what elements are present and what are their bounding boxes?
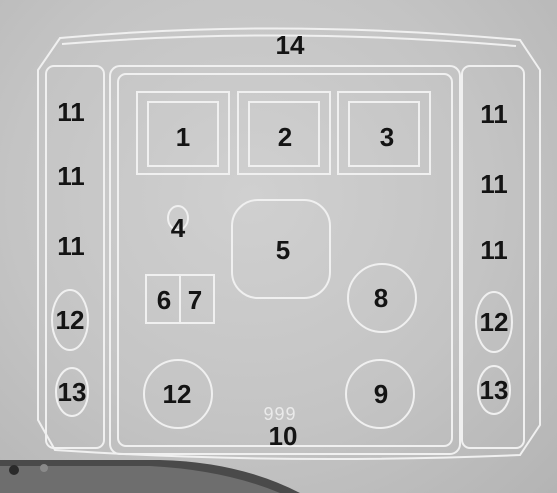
label-6: 6 [157, 287, 171, 313]
label-12-right: 12 [480, 309, 509, 335]
label-2: 2 [278, 124, 292, 150]
label-11-right-1: 11 [480, 101, 508, 127]
label-11-right-2: 11 [480, 171, 508, 197]
label-12-center: 12 [163, 381, 192, 407]
label-14: 14 [276, 32, 305, 58]
label-11-left-3: 11 [57, 233, 85, 259]
bottom-chrome-strip [0, 460, 300, 493]
label-13-right: 13 [480, 377, 509, 403]
label-12-left: 12 [56, 307, 85, 333]
label-3: 3 [380, 124, 394, 150]
label-9: 9 [374, 381, 388, 407]
label-11-left-1: 11 [57, 99, 85, 125]
label-13-left: 13 [58, 379, 87, 405]
label-10: 10 [269, 423, 298, 449]
label-11-left-2: 11 [57, 163, 85, 189]
label-11-right-3: 11 [480, 237, 508, 263]
label-5: 5 [276, 237, 290, 263]
label-4: 4 [171, 215, 185, 241]
label-7: 7 [188, 287, 202, 313]
label-8: 8 [374, 285, 388, 311]
label-1: 1 [176, 124, 190, 150]
